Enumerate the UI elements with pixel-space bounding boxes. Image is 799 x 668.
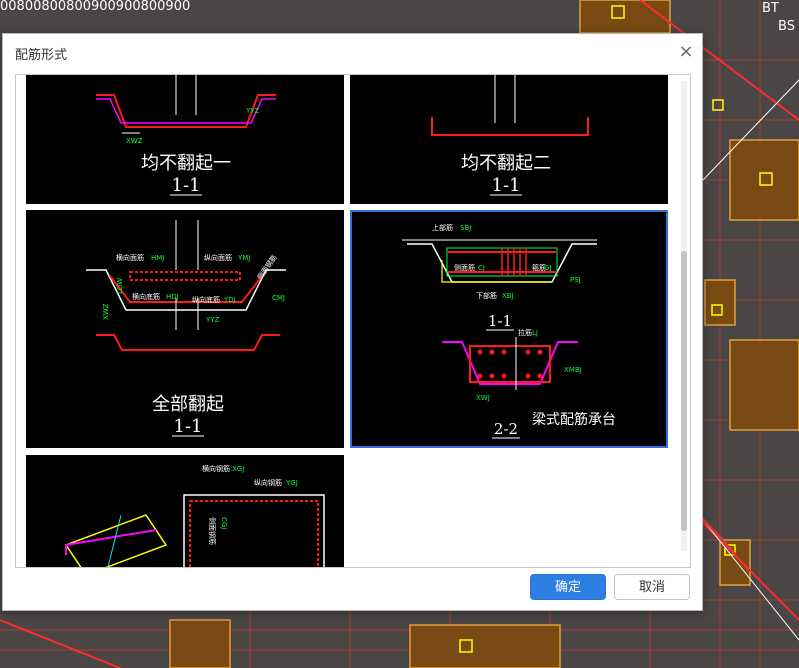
option-tile-4[interactable]: 上部筋 SBJ 侧面筋 CJ 箍筋 GJ 下部筋 XBJ PSJ 1-1 [350, 210, 668, 448]
label-ydj: YDJ [223, 296, 236, 304]
top-right-text-2: BS [778, 19, 795, 34]
option-1-drawing: XWZ YYZ 均不翻起一 1-1 [96, 75, 276, 196]
option-4-section-1: 1-1 [488, 312, 512, 330]
label-ygj: YGJ [285, 479, 298, 487]
label-gj: GJ [544, 264, 552, 272]
option-tile-3[interactable]: 横向面筋 HMJ 纵向面筋 YMJ 横向底筋 HDJ 纵向底筋 YDJ 侧面钢筋… [26, 210, 344, 448]
label-longitudinal-top: 纵向面筋 [204, 253, 232, 262]
label-yyz-3: YYZ [205, 316, 220, 324]
label-ymj: YMJ [237, 254, 250, 262]
option-2-drawing: 均不翻起二 1-1 [431, 75, 589, 196]
label-ldw: LDW [116, 278, 124, 294]
ok-button[interactable]: 确定 [530, 574, 606, 600]
option-4-caption: 梁式配筋承台 [532, 411, 616, 428]
top-right-text: BT [762, 1, 779, 16]
option-tile-5[interactable]: 横向钢筋 XGJ 纵向钢筋 YGJ 侧面钢筋 CGJ [26, 455, 344, 567]
cancel-button[interactable]: 取消 [614, 574, 690, 600]
label-psj: PSJ [570, 276, 581, 284]
option-gallery: XWZ YYZ 均不翻起一 1-1 均不翻起二 1-1 [15, 74, 691, 568]
option-2-caption: 均不翻起二 [461, 153, 551, 174]
option-1-caption: 均不翻起一 [141, 153, 231, 174]
label-longitudinal-rebar: 纵向钢筋 [254, 478, 282, 487]
option-4-section-2: 2-2 [494, 420, 518, 438]
label-hmj: HMJ [151, 254, 164, 262]
label-xgj: XGJ [232, 465, 244, 473]
top-dimension-text: 00800800800900900800900 [0, 0, 190, 14]
close-icon[interactable]: × [678, 41, 694, 62]
scrollbar-thumb[interactable] [681, 251, 687, 531]
label-xwj: XWJ [476, 394, 490, 402]
label-hdj: HDJ [166, 293, 179, 301]
option-3-caption: 全部翻起 [152, 394, 224, 415]
label-bottom-bar: 下部筋 [476, 291, 497, 300]
option-tile-2[interactable]: 均不翻起二 1-1 [350, 75, 668, 204]
label-lj: LJ [532, 329, 538, 337]
label-sbj: SBJ [460, 224, 471, 232]
option-4-drawing: 上部筋 SBJ 侧面筋 CJ 箍筋 GJ 下部筋 XBJ PSJ 1-1 [402, 223, 616, 439]
option-3-section: 1-1 [174, 416, 203, 437]
label-yyz: YYZ [245, 107, 260, 115]
label-xwz-3: XWZ [102, 303, 110, 320]
label-side: 侧面筋 [454, 263, 475, 272]
dialog-title: 配筋形式 [15, 48, 68, 63]
reinforcement-form-dialog: 配筋形式 × XWZ YYZ 均不翻起一 1-1 [2, 33, 703, 611]
label-xmbj: XMBJ [564, 366, 582, 374]
label-top-bar: 上部筋 [432, 223, 453, 232]
option-3-drawing: 横向面筋 HMJ 纵向面筋 YMJ 横向底筋 HDJ 纵向底筋 YDJ 侧面钢筋… [86, 220, 286, 437]
label-cmj: CMJ [272, 294, 285, 302]
option-5-drawing: 横向钢筋 XGJ 纵向钢筋 YGJ 侧面钢筋 CGJ [64, 464, 325, 567]
label-transverse-bottom: 横向底筋 [132, 292, 160, 301]
option-2-section: 1-1 [492, 175, 521, 196]
label-transverse-rebar: 横向钢筋 [202, 464, 230, 473]
label-stirrup: 箍筋 [532, 263, 546, 272]
label-xwz: XWZ [126, 137, 143, 145]
gallery-scrollbar[interactable] [681, 81, 687, 551]
label-longitudinal-bottom: 纵向底筋 [192, 295, 220, 304]
label-xbj: XBJ [502, 292, 514, 300]
label-transverse-top: 横向面筋 [116, 253, 144, 262]
label-side-bars: 侧面钢筋 [255, 253, 278, 281]
label-side-rebar: 侧面钢筋 [208, 517, 217, 545]
option-tile-1[interactable]: XWZ YYZ 均不翻起一 1-1 [26, 75, 344, 204]
label-tie: 拉筋 [518, 328, 532, 337]
label-cgj: CGJ [220, 517, 228, 529]
label-cj: CJ [478, 264, 485, 272]
option-1-section: 1-1 [172, 175, 201, 196]
